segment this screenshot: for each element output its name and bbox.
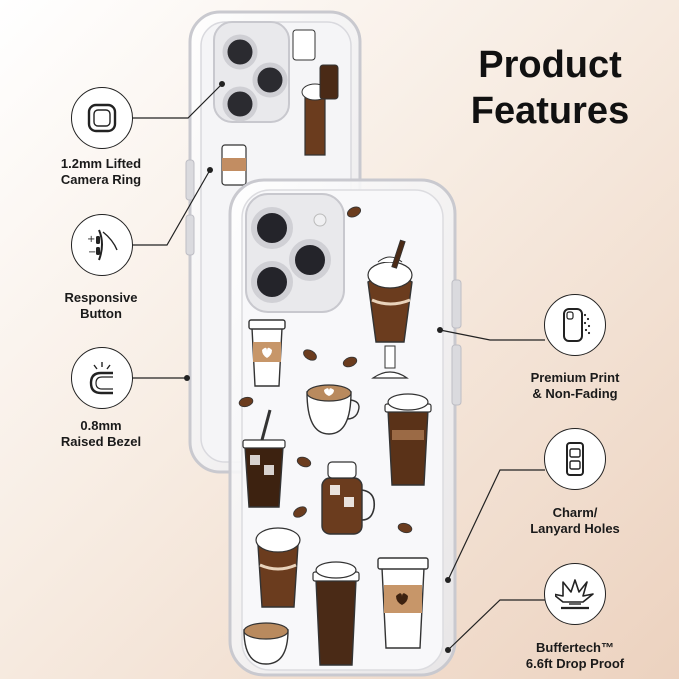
svg-text:−: −	[88, 247, 96, 258]
title-line-2: Features	[470, 90, 630, 132]
bezel-label: 0.8mm Raised Bezel	[60, 418, 142, 449]
pointer-lines	[132, 83, 545, 651]
lanyard-feature	[544, 428, 606, 490]
camera-ring-feature	[71, 87, 133, 149]
drop-proof-icon	[555, 579, 594, 610]
print-label: Premium Print & Non-Fading	[530, 370, 620, 401]
bezel-feature	[71, 347, 133, 409]
drop-proof-feature	[544, 563, 606, 625]
page-title: Product Features	[440, 42, 660, 134]
front-case	[228, 178, 462, 677]
camera-ring-label: 1.2mm Lifted Camera Ring	[60, 156, 142, 187]
title-line-1: Product	[478, 44, 622, 86]
button-label: Responsive Button	[64, 290, 138, 321]
button-icon: + −	[87, 229, 118, 261]
camera-ring-icon	[87, 103, 117, 133]
print-icon	[563, 308, 591, 342]
lanyard-hole-icon	[566, 442, 584, 476]
drop-proof-label: Buffertech™ 6.6ft Drop Proof	[525, 640, 625, 671]
lanyard-label: Charm/ Lanyard Holes	[530, 505, 620, 536]
print-feature	[544, 294, 606, 356]
svg-text:+: +	[87, 234, 95, 245]
button-feature: + −	[71, 214, 133, 276]
bezel-icon	[89, 362, 113, 395]
